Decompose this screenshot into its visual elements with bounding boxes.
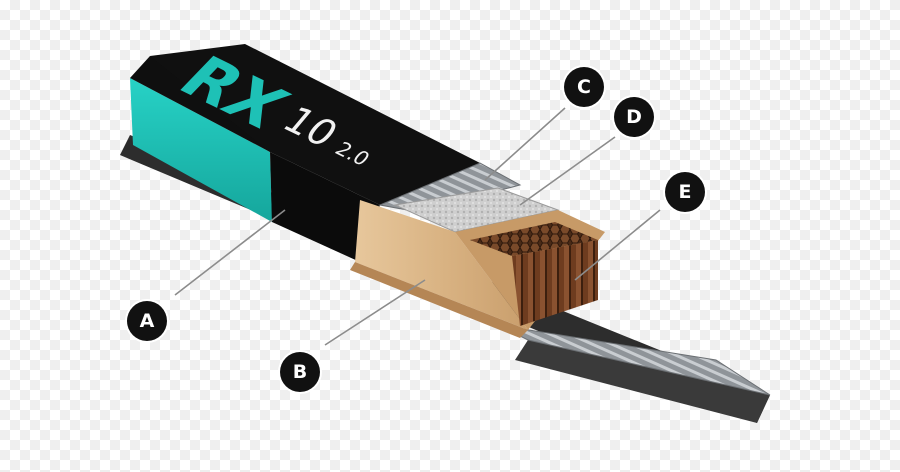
layer-e-honeycomb	[470, 222, 598, 326]
leader-line-c	[484, 107, 566, 181]
callout-d: D	[614, 97, 654, 137]
callout-b: B	[280, 352, 320, 392]
callout-c: C	[564, 67, 604, 107]
leader-line-e	[574, 209, 661, 281]
topsheet	[150, 44, 480, 262]
leader-lines	[174, 107, 661, 346]
leader-line-b	[324, 279, 426, 346]
callout-a: A	[127, 301, 167, 341]
callout-e: E	[665, 172, 705, 212]
leader-line-a	[174, 209, 286, 296]
leader-line-d	[519, 136, 616, 206]
